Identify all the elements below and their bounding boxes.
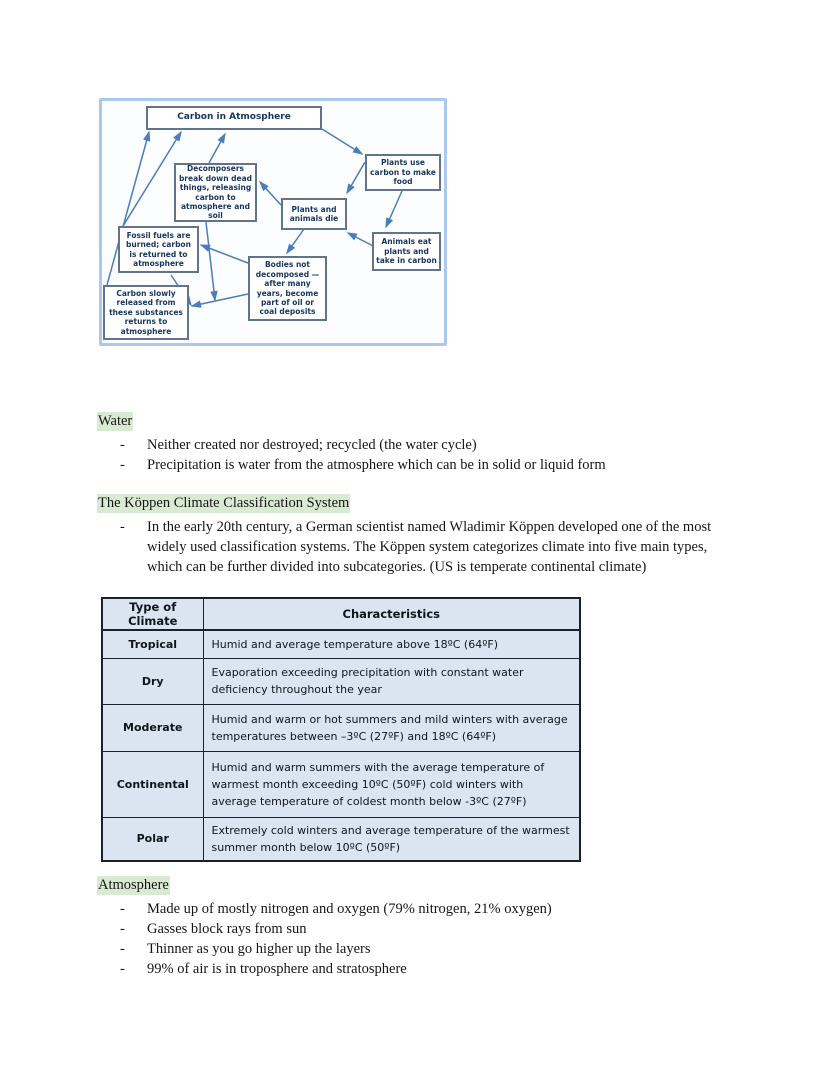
diagram-node-plants-and-animals-die: Plants and animals die <box>281 198 347 230</box>
diagram-node-fossil-fuels-burned: Fossil fuels are burned; carbon is retur… <box>118 226 199 273</box>
section-koppen: The Köppen Climate Classification System… <box>97 494 737 577</box>
diagram-node-carbon-in-atmosphere: Carbon in Atmosphere <box>146 106 322 130</box>
bullet-list: - In the early 20th century, a German sci… <box>97 517 737 577</box>
bullet-dash: - <box>120 961 125 977</box>
bullet-text: Neither created nor destroyed; recycled … <box>147 437 477 453</box>
bullet-item: - Thinner as you go higher up the layers <box>97 939 737 959</box>
diagram-arrow-plants-use-carbon-to-plants-and-animals-die <box>346 161 366 195</box>
bullet-item: - Made up of mostly nitrogen and oxygen (… <box>97 899 737 919</box>
climate-type-cell: Dry <box>101 657 204 705</box>
bullet-item: - Precipitation is water from the atmosph… <box>97 455 737 475</box>
diagram-node-carbon-slowly-released: Carbon slowly released from these substa… <box>103 285 189 340</box>
bullet-list: - Made up of mostly nitrogen and oxygen (… <box>97 899 737 979</box>
climate-type-cell: Moderate <box>101 703 204 752</box>
climate-type-cell: Continental <box>101 750 204 818</box>
diagram-arrow-plants-and-animals-die-to-decomposers <box>258 180 282 206</box>
bullet-text: Precipitation is water from the atmosphe… <box>147 457 606 473</box>
diagram-node-plants-use-carbon: Plants use carbon to make food <box>365 154 441 191</box>
bullet-text: 99% of air is in troposphere and stratos… <box>147 961 407 977</box>
bullet-text: In the early 20th century, a German scie… <box>147 519 712 575</box>
climate-characteristics-cell: Evaporation exceeding precipitation with… <box>202 657 581 705</box>
section-heading: Atmosphere <box>97 876 170 895</box>
diagram-arrow-carbon-slowly-released-to-carbon-in-atmosphere <box>106 130 151 286</box>
bullet-dash: - <box>120 941 125 957</box>
diagram-node-label: Decomposers break down dead things, rele… <box>178 164 253 221</box>
bullet-list: - Neither created nor destroyed; recycled… <box>97 435 737 475</box>
bullet-text: Thinner as you go higher up the layers <box>147 941 371 957</box>
bullet-item: - In the early 20th century, a German sci… <box>97 517 737 577</box>
section-heading: Water <box>97 412 134 431</box>
climate-characteristics-cell: Humid and average temperature above 18ºC… <box>202 629 581 659</box>
diagram-node-bodies-not-decomposed: Bodies not decomposed — after many years… <box>248 256 327 321</box>
section-heading: The Köppen Climate Classification System <box>97 494 351 513</box>
climate-type-cell: Polar <box>101 816 204 861</box>
diagram-arrow-animals-eat-plants-to-plants-and-animals-die <box>346 232 376 248</box>
diagram-arrow-fossil-fuels-burned-to-carbon-in-atmosphere <box>122 130 182 227</box>
climate-characteristics-cell: Extremely cold winters and average tempe… <box>202 816 581 861</box>
section-water: Water - Neither created nor destroyed; re… <box>97 412 737 475</box>
diagram-arrow-bodies-not-decomposed-to-carbon-slowly-released <box>190 293 249 308</box>
diagram-node-label: Plants and animals die <box>289 204 339 223</box>
bullet-item: - Gasses block rays from sun <box>97 919 737 939</box>
bullet-dash: - <box>120 457 125 473</box>
climate-type-cell: Tropical <box>101 629 204 659</box>
diagram-arrow-plants-and-animals-die-to-bodies-not-decomposed <box>286 228 305 255</box>
diagram-arrow-decomposers-to-carbon-in-atmosphere <box>208 132 226 164</box>
section-atmosphere: Atmosphere - Made up of mostly nitrogen a… <box>97 876 737 979</box>
diagram-node-label: Carbon in Atmosphere <box>177 112 291 123</box>
bullet-dash: - <box>120 437 125 453</box>
bullet-text: Made up of mostly nitrogen and oxygen (7… <box>147 901 552 917</box>
diagram-frame <box>99 98 447 346</box>
diagram-node-label: Carbon slowly released from these substa… <box>109 289 183 336</box>
bullet-dash: - <box>120 519 125 535</box>
bullet-dash: - <box>120 921 125 937</box>
diagram-node-label: Plants use carbon to make food <box>370 158 436 187</box>
diagram-node-label: Fossil fuels are burned; carbon is retur… <box>126 230 191 268</box>
bullet-dash: - <box>120 901 125 917</box>
diagram-node-label: Animals eat plants and take in carbon <box>376 237 437 266</box>
diagram-node-label: Bodies not decomposed — after many years… <box>255 260 320 317</box>
col-header-type: Type of Climate <box>101 597 204 631</box>
diagram-node-animals-eat-plants: Animals eat plants and take in carbon <box>372 232 441 271</box>
climate-table-header-row: Type of Climate Characteristics <box>101 597 581 631</box>
climate-characteristics-cell: Humid and warm or hot summers and mild w… <box>202 703 581 752</box>
bullet-item: - Neither created nor destroyed; recycled… <box>97 435 737 455</box>
climate-characteristics-cell: Humid and warm summers with the average … <box>202 750 581 818</box>
bullet-item: - 99% of air is in troposphere and strato… <box>97 959 737 979</box>
diagram-arrow-carbon-in-atmosphere-to-plants-use-carbon <box>321 128 364 155</box>
diagram-node-decomposers: Decomposers break down dead things, rele… <box>174 163 257 222</box>
climate-table: Type of Climate Characteristics Tropical… <box>101 597 581 862</box>
bullet-text: Gasses block rays from sun <box>147 921 307 937</box>
col-header-characteristics: Characteristics <box>202 597 581 631</box>
diagram-arrow-decomposers-to-soil <box>205 221 218 302</box>
diagram-arrow-plants-use-carbon-to-animals-eat-plants <box>385 190 403 229</box>
